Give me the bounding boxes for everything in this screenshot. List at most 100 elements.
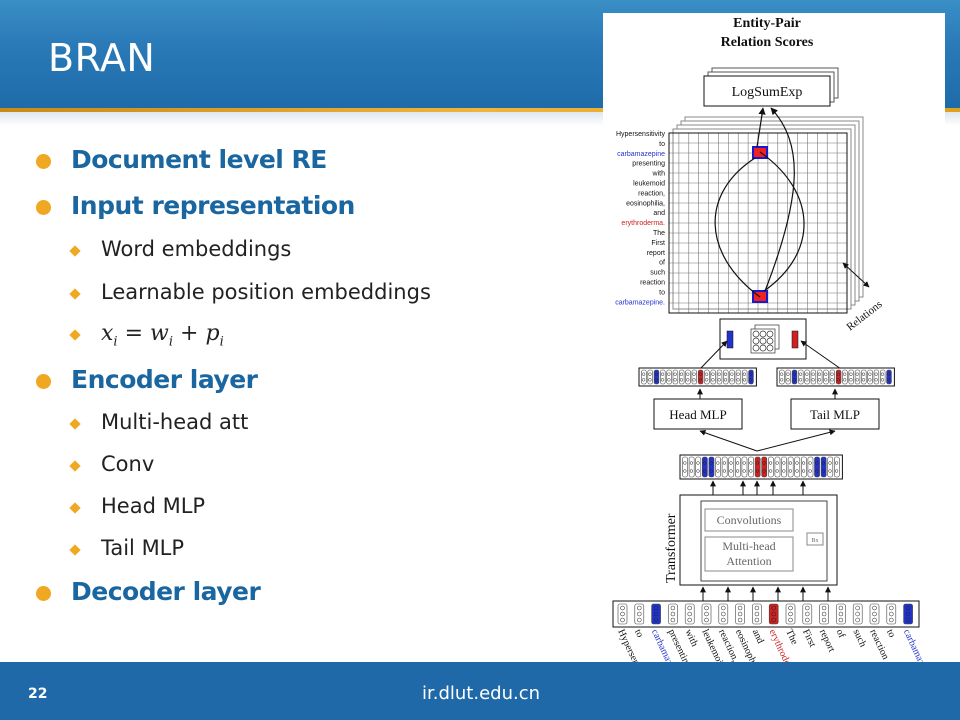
token-label: to	[632, 628, 645, 640]
footer-site-url: ir.dlut.edu.cn	[422, 683, 541, 704]
subbullet-text: Word embeddings	[101, 237, 292, 261]
embedding-cell	[835, 369, 842, 385]
formula-text: xi = wi + pi	[101, 321, 224, 350]
input-token-embedding	[668, 603, 678, 625]
embedding-cell	[685, 369, 691, 385]
curve-left	[714, 157, 761, 298]
diamond-bullet-icon	[69, 460, 81, 472]
diamond-bullet-icon	[69, 418, 81, 430]
row-word-label: erythroderma.	[621, 220, 665, 227]
input-token-embedding	[752, 603, 762, 625]
input-token-embedding	[701, 603, 712, 625]
embedding-cell	[804, 369, 810, 385]
token-label: of	[834, 628, 848, 641]
input-token-embedding	[802, 603, 813, 625]
embedding-cell	[710, 369, 716, 385]
relation-grid	[668, 132, 848, 314]
embedding-cell	[647, 369, 653, 385]
embedding-cell	[688, 456, 695, 478]
embedding-cell	[742, 369, 748, 385]
input-token-embedding	[735, 603, 745, 625]
top-title-line1: Entity-Pair	[733, 16, 801, 31]
embedding-cell	[691, 369, 698, 385]
embedding-cell	[794, 456, 801, 478]
tail-mlp-label: Tail MLP	[810, 407, 860, 422]
embedding-cell	[810, 369, 817, 385]
token-label: to	[884, 628, 897, 640]
embedding-cell	[781, 456, 787, 478]
embedding-cell	[886, 369, 892, 385]
row-word-label: Hypersensitivity	[616, 131, 666, 138]
embedding-cell	[723, 369, 729, 385]
embedding-cell	[842, 369, 848, 385]
input-token-embedding	[684, 603, 695, 625]
embedding-cell	[787, 456, 794, 478]
relation-grid-stack	[668, 116, 864, 314]
input-token-embedding	[852, 603, 863, 625]
bullet-dot-icon	[36, 374, 51, 389]
transformer-label: Transformer	[664, 513, 679, 583]
input-token-embedding	[785, 603, 796, 625]
row-word-label: leukemoid	[633, 181, 665, 188]
slide-title: BRAN	[48, 36, 156, 80]
embedding-cell	[785, 369, 791, 385]
embedding-cell	[791, 369, 798, 385]
embedding-cell	[834, 456, 840, 478]
row-word-label: reaction,	[638, 190, 665, 197]
embedding-cell	[761, 456, 768, 478]
token-label: such	[850, 628, 868, 649]
embedding-cell	[774, 456, 781, 478]
head-mlp-label: Head MLP	[669, 407, 726, 422]
bullet-dot-icon	[36, 586, 51, 601]
row-word-label: eosinophilia,	[626, 200, 665, 207]
row-word-label: carbamazepine	[617, 151, 665, 158]
row-word-label: carbamazepine.	[615, 299, 665, 306]
convolutions-box	[704, 508, 794, 532]
embedding-cell	[682, 456, 688, 478]
bran-architecture-figure: Entity-Pair Relation Scores LogSumExp Hy…	[603, 13, 945, 705]
input-token-embedding	[651, 603, 661, 625]
row-word-label: to	[659, 289, 665, 296]
embedding-cell	[716, 369, 723, 385]
diamond-bullet-icon	[69, 544, 81, 556]
embedding-cell	[829, 369, 835, 385]
diamond-bullet-icon	[69, 288, 81, 300]
bullet-text: Document level RE	[71, 145, 327, 174]
row-word-label: such	[650, 270, 665, 277]
multihead-label-line2: Attention	[726, 554, 771, 568]
embedding-cell	[823, 369, 829, 385]
embedding-cell	[679, 369, 685, 385]
row-word-label: to	[659, 141, 665, 148]
row-word-label: and	[653, 210, 665, 217]
embedding-cell	[879, 369, 886, 385]
row-word-label: report	[647, 250, 665, 257]
diamond-bullet-icon	[69, 502, 81, 514]
embedding-cell	[779, 369, 785, 385]
embedding-cell	[666, 369, 672, 385]
subbullet-text: Learnable position embeddings	[101, 280, 431, 304]
bullet-text: Encoder layer	[71, 365, 258, 394]
logsumexp-box	[703, 75, 831, 107]
embedding-cell	[814, 456, 820, 478]
embedding-cell	[748, 456, 754, 478]
embedding-cell	[695, 456, 702, 478]
embedding-cell	[848, 369, 854, 385]
embedding-cell	[702, 456, 708, 478]
header-accent-stripe	[0, 108, 960, 114]
head-mlp-box	[653, 398, 743, 430]
convolutions-label: Convolutions	[717, 513, 782, 527]
embedding-cell	[653, 369, 660, 385]
subbullet-text: Conv	[101, 452, 155, 476]
diamond-bullet-icon	[69, 329, 81, 341]
embedding-cell	[729, 369, 735, 385]
subbullet-text: Head MLP	[101, 494, 206, 518]
logsumexp-label: LogSumExp	[732, 85, 803, 100]
row-word-label: The	[653, 230, 665, 237]
bullet-text: Input representation	[71, 191, 355, 220]
embedding-cell	[817, 369, 823, 385]
input-token-embedding	[836, 603, 846, 625]
bx-label: Bx	[811, 538, 818, 544]
embedding-cell	[820, 456, 827, 478]
tensor-cube	[750, 324, 780, 354]
embedding-cell	[801, 456, 807, 478]
